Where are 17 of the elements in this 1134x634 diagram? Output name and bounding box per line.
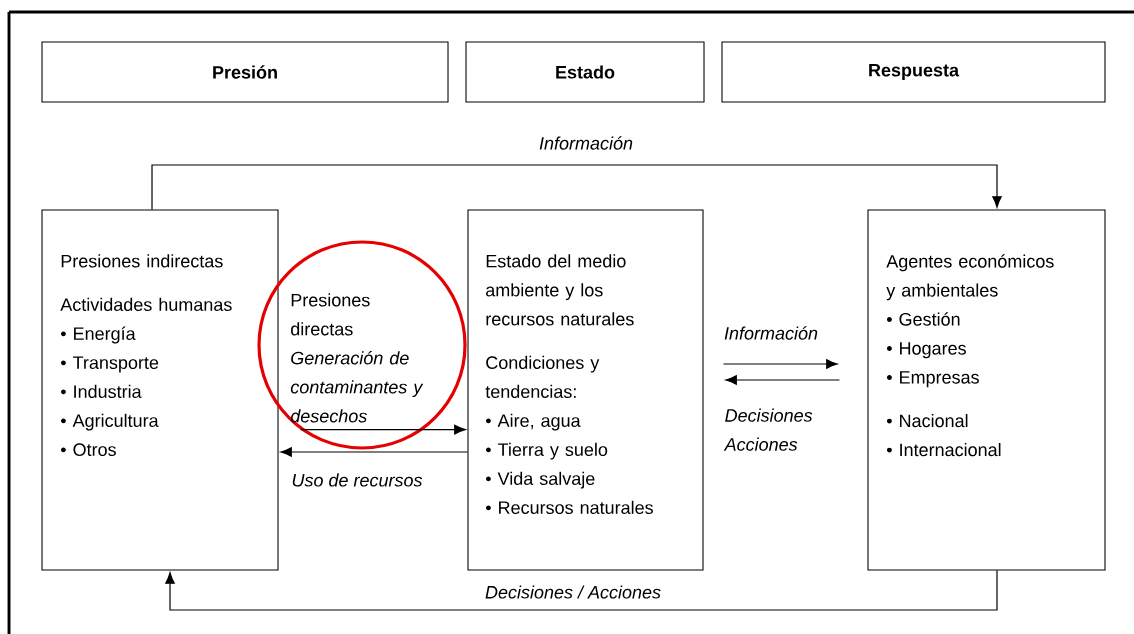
text-box: Agentes económicos y ambientales • Gestión • Hogares • Empresas • Nacional • Internacional xyxy=(867,209,1106,571)
header-box: Estado xyxy=(465,41,705,103)
arrow xyxy=(280,447,469,457)
edge-label: Decisiones Acciones xyxy=(723,408,813,451)
arrow xyxy=(299,424,466,435)
arrow xyxy=(165,569,998,611)
edge-label: Información xyxy=(724,326,818,340)
header-box: Respuesta xyxy=(721,41,1106,103)
edge-label: Información xyxy=(539,136,633,150)
text-box: Presiones indirectas Actividades humanas • Energía • Transporte • Industria • Agricultura • Otros xyxy=(41,209,279,571)
text-box: Estado del medio ambiente y los recursos naturales Condiciones y tendencias: • Aire, agua • Tierra y suelo • Vida salvaje • Recursos naturales xyxy=(467,209,704,571)
arrow xyxy=(725,375,841,385)
edge-label: Uso de recursos xyxy=(292,473,423,487)
header-box: Presión xyxy=(41,41,449,103)
arrow xyxy=(151,164,1002,211)
edge-label: Decisiones / Acciones xyxy=(485,585,661,599)
arrow xyxy=(722,359,838,369)
